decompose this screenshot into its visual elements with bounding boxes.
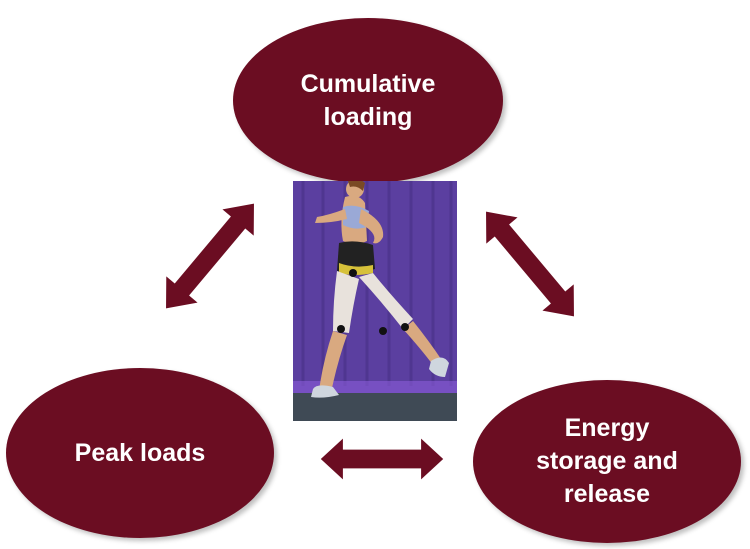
runner-photo-illustration: [293, 178, 457, 421]
runner-photo: [293, 178, 457, 421]
arrow-cumulative-to-energy: [470, 198, 590, 330]
arrow-peak-to-cumulative: [150, 190, 270, 322]
arrow-peak-to-energy: [320, 438, 444, 480]
node-cumulative-loading: Cumulative loading: [233, 18, 503, 183]
node-label-cumulative-loading: Cumulative loading: [300, 69, 436, 131]
node-label-energy-storage: Energy storage and release: [536, 414, 678, 508]
node-label-peak-loads: Peak loads: [74, 438, 206, 467]
node-energy-storage: Energy storage and release: [473, 380, 741, 543]
node-peak-loads: Peak loads: [6, 368, 274, 538]
